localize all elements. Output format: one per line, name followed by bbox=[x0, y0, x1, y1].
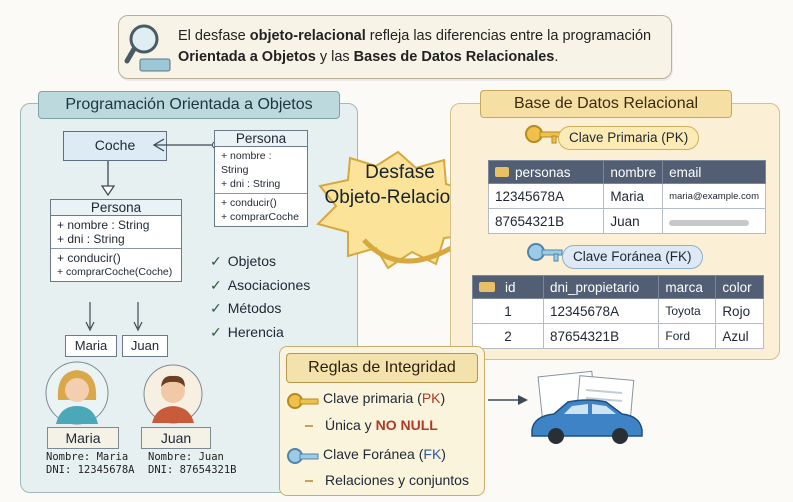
bullet-dash bbox=[305, 425, 313, 427]
concept-list: ✓Objetos ✓Asociaciones ✓Métodos ✓Herenci… bbox=[210, 250, 310, 344]
table-cell: maria@example.com bbox=[662, 183, 766, 209]
inheritance-arrow bbox=[100, 161, 116, 197]
method: + comprarCoche bbox=[221, 211, 299, 223]
table-header-row: personas nombre email bbox=[487, 160, 766, 184]
column-header: color bbox=[715, 275, 764, 299]
table-cell: Azul bbox=[715, 323, 764, 349]
column-header: marca bbox=[658, 275, 717, 299]
persona-class-main: Persona + nombre : String + dni : String… bbox=[50, 199, 182, 282]
table-cell: Ford bbox=[658, 323, 717, 349]
list-item: ✓Herencia bbox=[210, 323, 284, 340]
rule-pk: Clave primaria (PK) bbox=[323, 390, 446, 406]
instance-maria: Maria bbox=[65, 335, 117, 357]
table-row: 12345678A Maria maria@example.com bbox=[487, 183, 766, 209]
key-icon bbox=[287, 448, 319, 464]
pk-label: Clave Primaria (PK) bbox=[558, 126, 700, 150]
attr: + dni : String bbox=[57, 232, 125, 246]
table-cell: Maria bbox=[603, 183, 664, 209]
key-icon bbox=[287, 393, 319, 409]
table-row: 2 87654321B Ford Azul bbox=[472, 323, 764, 349]
list-item: ✓Métodos bbox=[210, 300, 282, 316]
table-cell: 12345678A bbox=[487, 183, 605, 209]
rule-fk: Clave Foránea (FK) bbox=[323, 446, 446, 462]
fk-label: Clave Foránea (FK) bbox=[562, 245, 703, 269]
table-cell: 2 bbox=[472, 323, 544, 349]
method: + conducir() bbox=[221, 197, 277, 209]
column-header: id bbox=[472, 275, 544, 299]
rdb-title: Base de Datos Relacional bbox=[480, 90, 732, 118]
column-header: nombre bbox=[603, 160, 664, 184]
intro-box bbox=[118, 15, 672, 79]
person-name-juan: Juan bbox=[141, 427, 211, 449]
instance-juan: Juan bbox=[122, 335, 168, 357]
table-row: 1 12345678A Toyota Rojo bbox=[472, 298, 764, 324]
avatar-maria bbox=[45, 361, 109, 425]
list-item: ✓Objetos bbox=[210, 253, 276, 269]
table-cell: 87654321B bbox=[542, 323, 660, 349]
car-illustration bbox=[531, 370, 643, 444]
persona-class-small: Persona + nombre : String + dni : String… bbox=[214, 130, 308, 227]
table-cell bbox=[662, 208, 766, 234]
key-icon bbox=[525, 125, 561, 144]
coches-table: id dni_propietario marca color 1 1234567… bbox=[472, 275, 764, 349]
attr: + nombre : String bbox=[221, 150, 272, 176]
method: + comprarCoche(Coche) bbox=[57, 266, 173, 278]
avatar-juan bbox=[143, 364, 203, 424]
column-header: dni_propietario bbox=[542, 275, 660, 299]
oop-title: Programación Orientada a Objetos bbox=[38, 91, 340, 119]
attr: + nombre : String bbox=[57, 218, 150, 232]
list-item: ✓Asociaciones bbox=[210, 276, 311, 293]
persona-class-name: Persona bbox=[51, 200, 181, 216]
method: + conducir() bbox=[57, 251, 121, 265]
persona-class-name: Persona bbox=[215, 131, 307, 147]
intro-text: El desfase objeto-relacional refleja las… bbox=[178, 28, 652, 65]
table-cell: Toyota bbox=[658, 298, 717, 324]
attr: + dni : String bbox=[221, 178, 281, 190]
person-name-maria: Maria bbox=[47, 427, 119, 449]
column-header: personas bbox=[487, 160, 605, 184]
table-cell: 87654321B bbox=[487, 208, 605, 234]
magnifier-icon bbox=[124, 24, 171, 72]
personas-table: personas nombre email 12345678A Maria ma… bbox=[487, 160, 766, 234]
rules-title: Reglas de Integridad bbox=[286, 353, 478, 383]
rule-unique: Única y NO NULL bbox=[325, 417, 438, 433]
bullet-dash bbox=[305, 480, 313, 482]
instance-connectors bbox=[85, 302, 143, 332]
rule-relations: Relaciones y conjuntos bbox=[325, 472, 469, 488]
key-icon bbox=[527, 243, 563, 262]
column-header: email bbox=[662, 160, 766, 184]
table-header-row: id dni_propietario marca color bbox=[472, 275, 764, 299]
arrow-icon bbox=[488, 395, 528, 405]
table-row: 87654321B Juan bbox=[487, 208, 766, 234]
table-cell: 12345678A bbox=[542, 298, 660, 324]
table-cell: Rojo bbox=[715, 298, 764, 324]
table-cell: Juan bbox=[603, 208, 664, 234]
table-cell: 1 bbox=[472, 298, 544, 324]
coche-class: Coche bbox=[63, 131, 167, 161]
